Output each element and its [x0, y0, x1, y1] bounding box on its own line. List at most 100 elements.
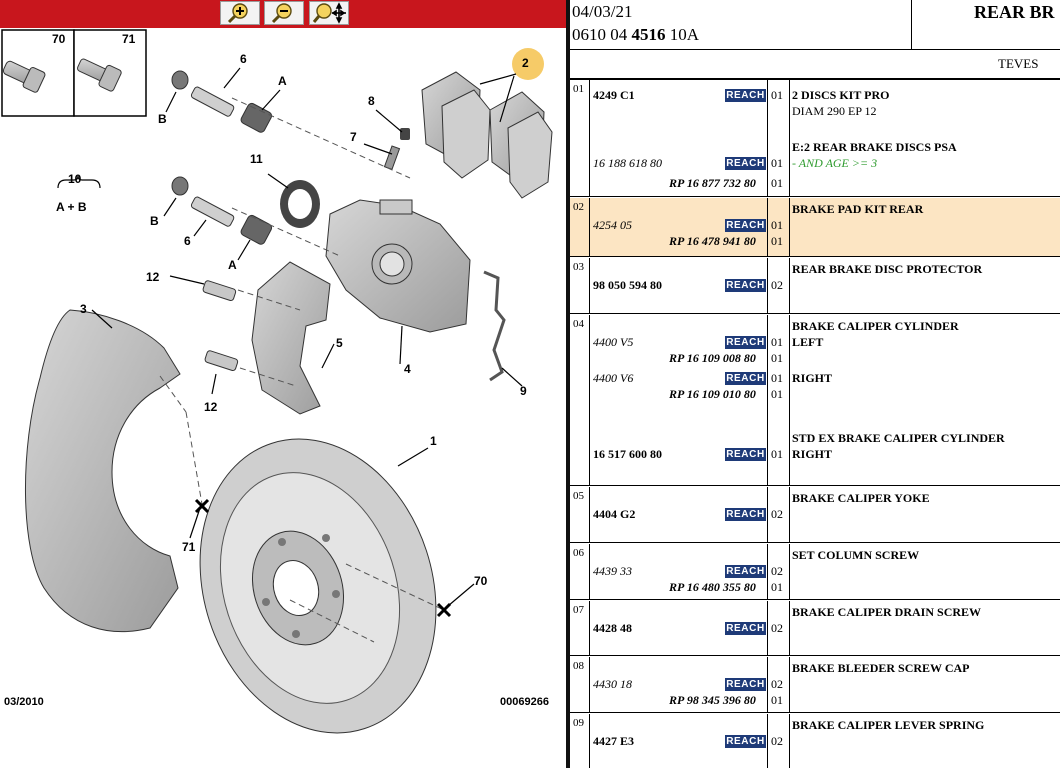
reach-badge[interactable]: REACH: [725, 372, 766, 385]
reach-badge[interactable]: REACH: [725, 565, 766, 578]
group-brace: [57, 175, 101, 189]
callout-a-top[interactable]: A: [278, 74, 287, 88]
reach-badge[interactable]: REACH: [725, 219, 766, 232]
callout-7[interactable]: 7: [350, 130, 357, 144]
reach-badge[interactable]: REACH: [725, 735, 766, 748]
part-reference[interactable]: 4430 18: [593, 677, 632, 691]
part-reference[interactable]: 4439 33: [593, 564, 632, 578]
callout-70[interactable]: 70: [474, 574, 488, 588]
part-reference[interactable]: 4404 G2: [593, 507, 636, 521]
part-reference[interactable]: 4428 48: [593, 621, 632, 635]
row-number: 02: [573, 201, 584, 213]
callout-a-plus-b: A + B: [56, 200, 87, 214]
oem-part-number: RP 16 109 010 80: [669, 387, 756, 401]
yoke-bolts: [202, 280, 239, 372]
quantity: 01: [771, 176, 783, 190]
oem-part-number: RP 16 877 732 80: [669, 176, 756, 190]
part-reference[interactable]: 4249 C1: [593, 88, 635, 102]
part-description: BRAKE CALIPER DRAIN SCREW: [792, 605, 982, 619]
part-reference[interactable]: 98 050 594 80: [593, 278, 662, 292]
pane-divider[interactable]: [566, 0, 570, 768]
reach-badge[interactable]: REACH: [725, 279, 766, 292]
pan-zoom-button[interactable]: [309, 1, 349, 25]
callout-6-bottom[interactable]: 6: [184, 234, 191, 248]
part-description: DIAM 290 EP 12: [792, 104, 877, 118]
part-reference[interactable]: 4400 V6: [593, 371, 634, 385]
zoom-in-icon: [227, 3, 248, 24]
part-description: STD EX BRAKE CALIPER CYLINDER: [792, 431, 1005, 445]
catalog-reference: 0610 04 4516 10A: [572, 25, 699, 45]
part-description: RIGHT: [792, 371, 833, 385]
leader-lines: [91, 67, 523, 607]
supplier-brand: TEVES: [998, 56, 1039, 71]
callout-9[interactable]: 9: [520, 384, 527, 398]
quantity: 01: [771, 156, 783, 170]
diagram-code: 00069266: [500, 696, 549, 708]
callout-6-top[interactable]: 6: [240, 52, 247, 66]
callout-4[interactable]: 4: [404, 362, 411, 376]
exploded-diagram: 70 71 2 6 A B 8 7 11 10 A + B B 6 A 12 3…: [0, 28, 566, 768]
reach-badge[interactable]: REACH: [725, 678, 766, 691]
part-description: BRAKE CALIPER CYLINDER: [792, 319, 959, 333]
callout-12-bottom[interactable]: 12: [204, 400, 218, 414]
part-reference[interactable]: 4400 V5: [593, 335, 634, 349]
part-description: BRAKE PAD KIT REAR: [792, 202, 924, 216]
callout-10[interactable]: 10: [68, 172, 82, 186]
quantity: 02: [771, 507, 783, 521]
callout-2[interactable]: 2: [522, 56, 529, 70]
caliper-yoke: [251, 261, 331, 415]
reach-badge[interactable]: REACH: [725, 157, 766, 170]
reference-suffix: 10A: [665, 25, 700, 44]
assembly-lines: [159, 97, 445, 643]
reach-badge[interactable]: REACH: [725, 622, 766, 635]
caliper: [325, 199, 471, 333]
row-number: 09: [573, 717, 584, 729]
callout-11[interactable]: 11: [250, 152, 263, 166]
callout-a-bottom[interactable]: A: [228, 258, 237, 272]
zoom-in-button[interactable]: [220, 1, 260, 25]
reach-badge[interactable]: REACH: [725, 89, 766, 102]
callout-b-bottom[interactable]: B: [150, 214, 159, 228]
part-reference[interactable]: 16 517 600 80: [593, 447, 662, 461]
quantity: 01: [771, 88, 783, 102]
row-number: 04: [573, 318, 584, 330]
callout-b-top[interactable]: B: [158, 112, 167, 126]
part-description: 2 DISCS KIT PRO: [792, 88, 890, 102]
callout-1[interactable]: 1: [430, 434, 437, 448]
bleed-cap: [400, 128, 410, 140]
zoom-out-button[interactable]: [264, 1, 304, 25]
part-reference[interactable]: 16 188 618 80: [593, 156, 662, 170]
brake-assembly-drawing: [1, 29, 553, 734]
oem-part-number: RP 98 345 396 80: [669, 693, 756, 707]
disc-protector: [24, 309, 181, 633]
callout-3[interactable]: 3: [80, 302, 87, 316]
zoom-out-icon: [271, 3, 292, 24]
reach-badge[interactable]: REACH: [725, 336, 766, 349]
reach-badge[interactable]: REACH: [725, 508, 766, 521]
row-number: 05: [573, 490, 584, 502]
section-title: REAR BR: [974, 2, 1055, 22]
quantity: 02: [771, 621, 783, 635]
callout-5[interactable]: 5: [336, 336, 343, 350]
reach-badge[interactable]: REACH: [725, 448, 766, 461]
part-description: E:2 REAR BRAKE DISCS PSA: [792, 140, 957, 154]
brake-pads: [421, 71, 553, 199]
callout-71[interactable]: 71: [182, 540, 196, 554]
quantity: 01: [771, 234, 783, 248]
callout-8[interactable]: 8: [368, 94, 375, 108]
table-row[interactable]: 01 4249 C1 REACH 01 2 DISCS KIT PRO DIAM 290 …: [570, 80, 1060, 197]
callout-12-top[interactable]: 12: [146, 270, 160, 284]
oem-part-number: RP 16 109 008 80: [669, 351, 756, 365]
screw-detail-boxes: [1, 29, 147, 117]
part-reference[interactable]: 4254 05: [593, 218, 632, 232]
row-number: 06: [573, 547, 584, 559]
part-reference[interactable]: 4427 E3: [593, 734, 635, 748]
